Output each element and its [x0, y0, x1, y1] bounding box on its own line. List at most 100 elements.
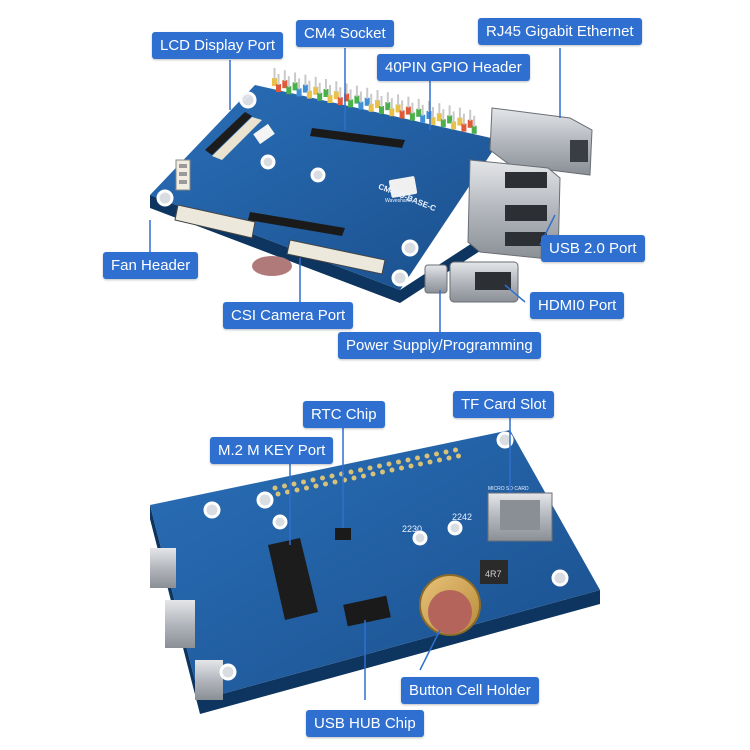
mounting-hole [447, 520, 463, 536]
gpio-pin [287, 76, 290, 88]
hdmi-opening [475, 272, 511, 290]
fan-side-connector [174, 204, 256, 239]
gpio-pad [313, 483, 319, 489]
gpio-pin-base [344, 93, 350, 102]
gpio-pad [310, 477, 316, 483]
tf-silkscreen: MICRO SD CARD [488, 486, 529, 492]
gpio-pin [390, 98, 393, 110]
gpio-pad [453, 447, 458, 453]
gpio-pin-base [272, 78, 277, 86]
leader-hdmi [504, 284, 526, 303]
gpio-pin-base [389, 108, 395, 117]
gpio-pin-base [306, 90, 312, 99]
gpio-pin-base [348, 99, 354, 108]
gpio-pin [329, 85, 331, 96]
gpio-pin [452, 111, 455, 123]
mounting-hole [496, 431, 514, 449]
gpio-pad-row [272, 447, 461, 497]
gpio-pin-base [323, 89, 329, 97]
gpio-pin [349, 89, 352, 101]
gpio-pad [446, 455, 452, 461]
gpio-pin [294, 72, 297, 84]
label-usb-hub: USB HUB Chip [306, 710, 424, 737]
gpio-pin-base [385, 102, 391, 111]
inductor [480, 560, 508, 584]
gpio-pad [301, 479, 306, 485]
inductor-mark: 4R7 [485, 569, 502, 579]
gpio-pad [405, 457, 411, 463]
gpio-pin [370, 93, 373, 105]
gpio-pin [325, 79, 327, 90]
mounting-hole [256, 491, 274, 509]
gpio-pin-base [395, 104, 401, 113]
gpio-pin-base [286, 86, 292, 95]
mounting-hole [203, 501, 221, 519]
gpio-pin-base [426, 111, 432, 119]
gpio-pin-base [436, 113, 442, 122]
gpio-pin-base [440, 119, 446, 128]
label-fan-header: Fan Header [103, 252, 199, 279]
lcd-connector [205, 112, 252, 155]
gpio-pin [314, 76, 317, 88]
gpio-pin-base [337, 97, 343, 106]
gpio-pin [298, 78, 301, 90]
board-standoff [252, 256, 292, 276]
gpio-pin [411, 102, 414, 114]
gpio-pad [424, 453, 430, 459]
usb-hub-chip [343, 595, 391, 627]
gpio-pin [462, 113, 465, 125]
gpio-pin [442, 109, 445, 121]
label-gpio: 40PIN GPIO Header [377, 54, 530, 81]
gpio-pad [272, 485, 278, 491]
gpio-pin [366, 87, 369, 99]
side-connector [150, 548, 176, 588]
gpio-pad [323, 481, 328, 487]
gpio-pin-base [317, 92, 323, 101]
gpio-pin-base [313, 86, 319, 95]
gpio-pin-base [379, 106, 384, 114]
gpio-pad [415, 455, 420, 461]
white-label-patch [253, 123, 275, 145]
label-tf-card-slot: TF Card Slot [453, 391, 555, 418]
gpio-pin [359, 91, 362, 103]
gpio-pin-base [296, 88, 302, 97]
gpio-pin [376, 90, 379, 101]
mounting-hole [412, 530, 428, 546]
gpio-pad [418, 461, 423, 467]
brand-text: Waveshare [385, 198, 410, 204]
gpio-pin-base [430, 117, 436, 125]
gpio-pin-base [358, 101, 364, 110]
gpio-pin [339, 87, 342, 99]
gpio-pad [351, 475, 357, 481]
mounting-hole [391, 269, 409, 287]
gpio-pad [367, 465, 373, 471]
gpio-pin [448, 105, 451, 117]
lcd-connector-body [212, 117, 262, 160]
gpio-pad [291, 481, 297, 487]
top-board: LCD Waveshare CM4-IO-BASE-C [150, 68, 593, 303]
fan-pin [179, 180, 187, 184]
bottom-board: 2230 2242 4R7 MICRO SD CARD [150, 430, 600, 714]
gpio-pin-base [420, 114, 426, 123]
label-rtc-chip: RTC Chip [303, 401, 385, 428]
gpio-pad [389, 467, 395, 473]
gpio-pin [283, 70, 286, 82]
gpio-pin [417, 98, 420, 110]
gpio-pin-base [368, 103, 374, 112]
gpio-pin [355, 85, 358, 97]
gpio-pin [304, 74, 307, 86]
waveshare-logo-block [388, 176, 418, 198]
gpio-pin [401, 100, 404, 112]
gpio-pin-base [282, 80, 288, 89]
label-cm4-socket: CM4 Socket [296, 20, 394, 47]
label-rj45: RJ45 Gigabit Ethernet [478, 18, 642, 45]
gpio-pin [318, 82, 321, 94]
gpio-pad [358, 467, 363, 473]
side-connector [165, 600, 195, 648]
mounting-hole [551, 569, 569, 587]
gpio-pin-base [327, 95, 333, 103]
label-lcd-display-port: LCD Display Port [152, 32, 284, 59]
fan-pin [179, 172, 187, 176]
gpio-pin [397, 94, 400, 106]
gpio-pad [380, 469, 385, 475]
